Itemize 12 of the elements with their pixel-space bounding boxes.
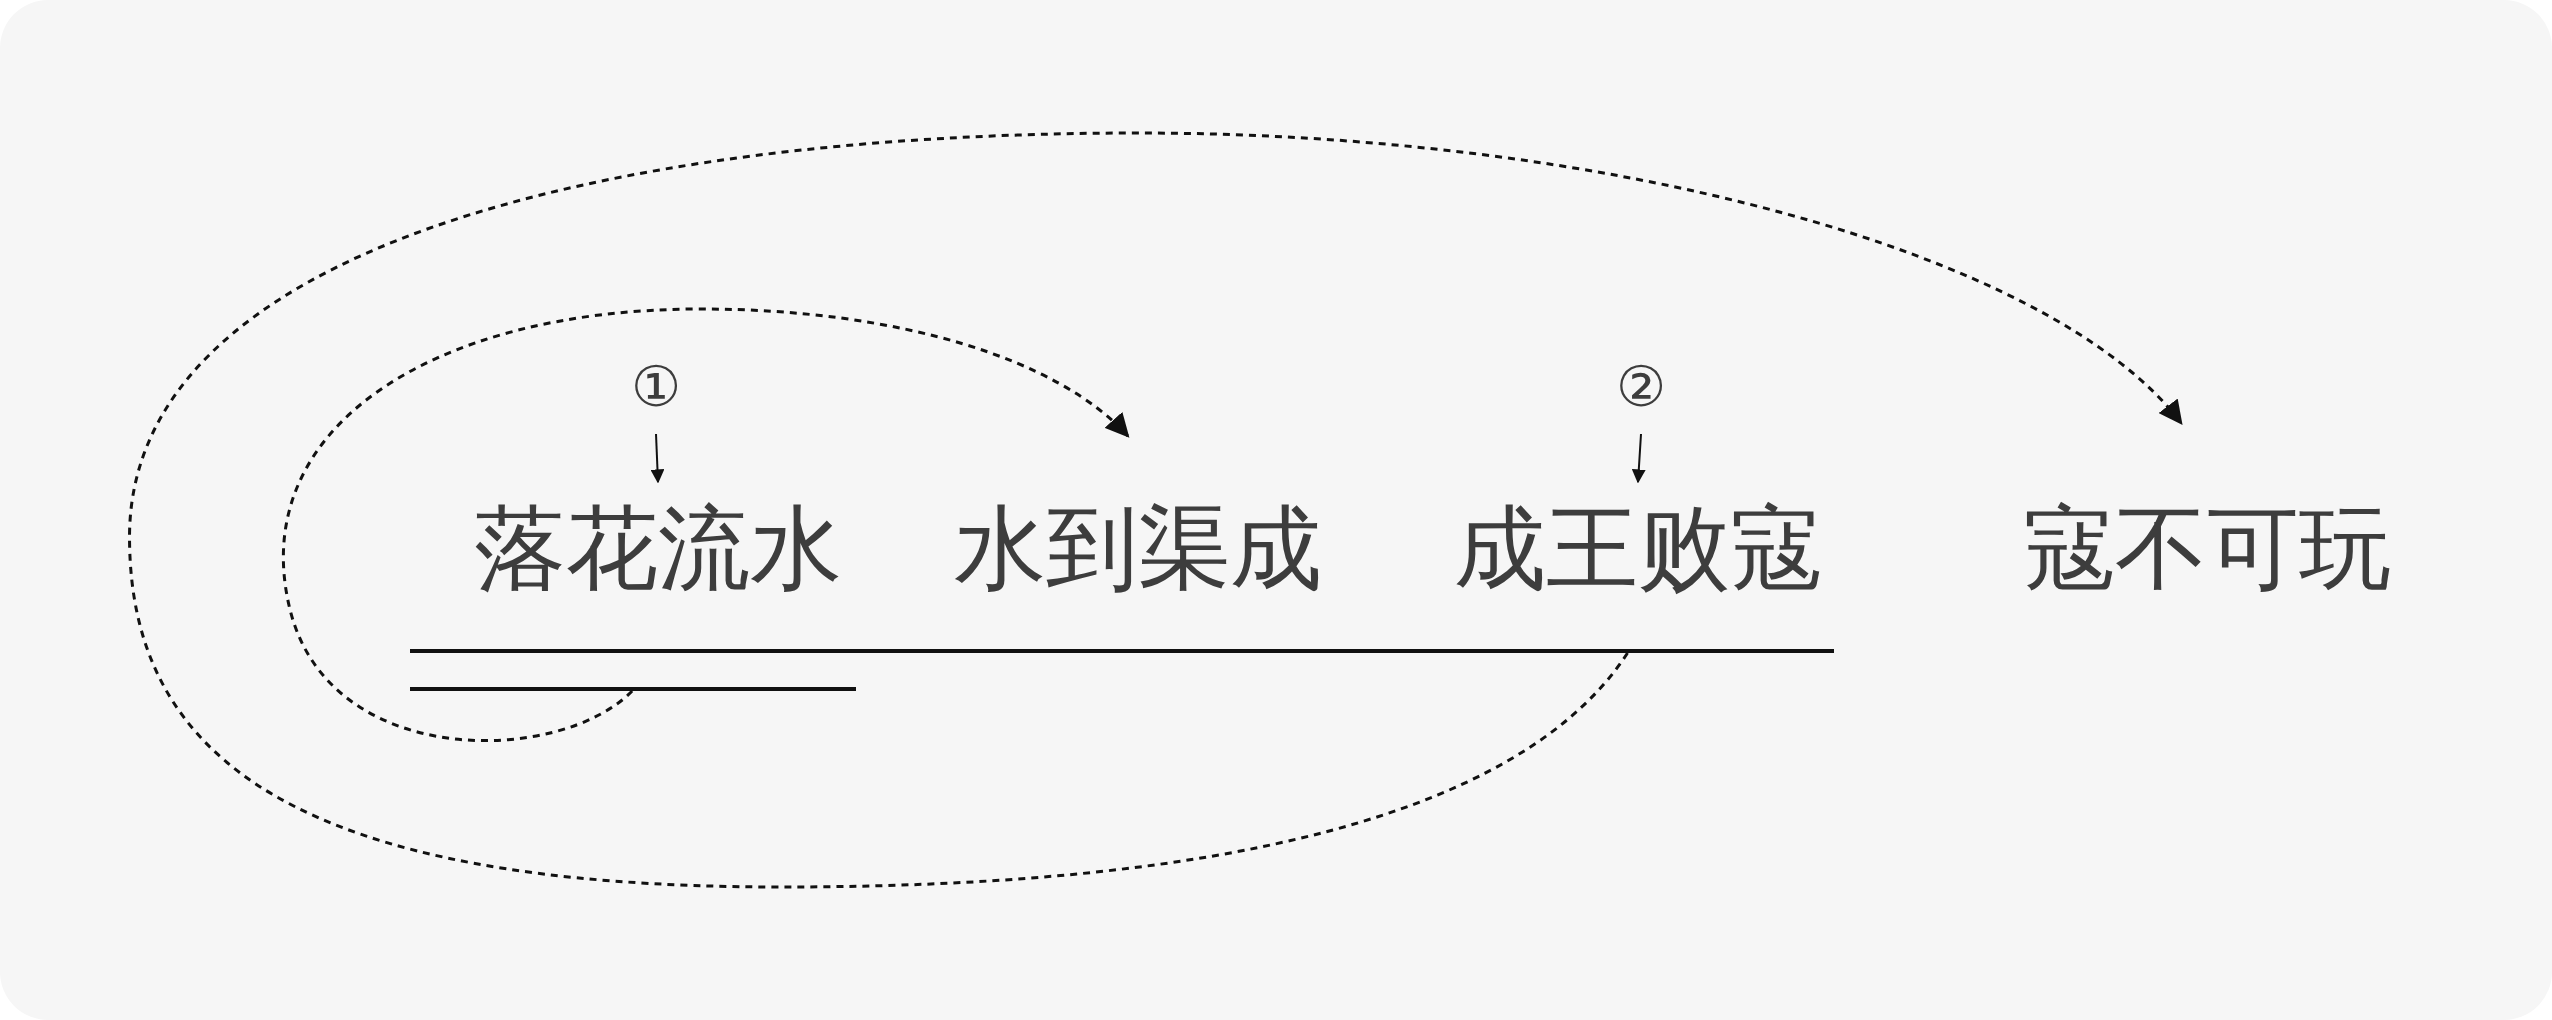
underline-bar bbox=[410, 649, 1834, 653]
idiom-text: 水到渠成 bbox=[942, 494, 1334, 604]
idiom-text: 落花流水 bbox=[462, 494, 854, 604]
arrow bbox=[1631, 433, 1646, 484]
callout-number: ① bbox=[624, 355, 688, 419]
underline-bar bbox=[410, 687, 856, 691]
dashed-arrow bbox=[282, 307, 1130, 742]
idiom-text: 成王败寇 bbox=[1442, 494, 1834, 604]
callout-number: ② bbox=[1609, 355, 1673, 419]
arrow bbox=[650, 433, 665, 484]
dashed-arrow bbox=[128, 131, 2183, 889]
idiom-text: 寇不可玩 bbox=[2011, 494, 2403, 604]
